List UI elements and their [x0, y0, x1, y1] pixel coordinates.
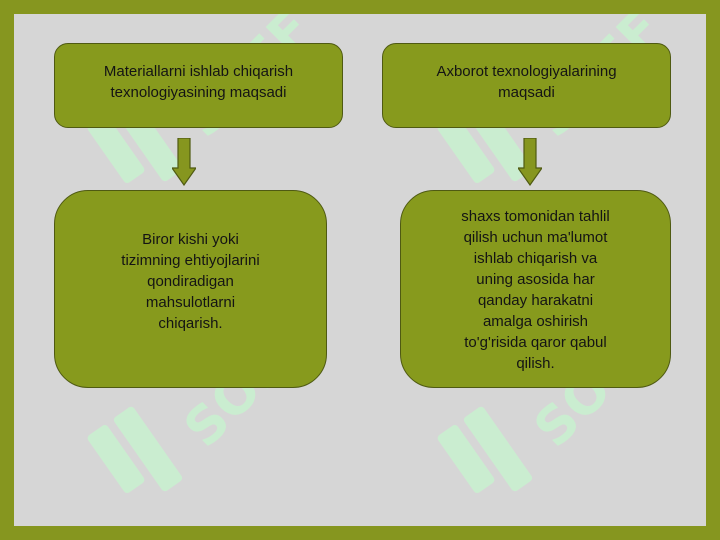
left-title-box: Materiallarni ishlab chiqarish texnologi… [54, 43, 343, 128]
right-body-box: shaxs tomonidan tahlil qilish uchun ma'l… [400, 190, 671, 388]
right-body-text: shaxs tomonidan tahlil qilish uchun ma'l… [461, 208, 610, 372]
left-body-box: Biror kishi yoki tizimning ehtiyojlarini… [54, 190, 327, 388]
right-title-box: Axborot texnologiyalarining maqsadi [382, 43, 671, 128]
down-arrow-icon [518, 138, 542, 186]
left-title-text: Materiallarni ishlab chiqarish texnologi… [103, 62, 294, 101]
left-body-text: Biror kishi yoki tizimning ehtiyojlarini… [121, 230, 260, 332]
down-arrow-icon [172, 138, 196, 186]
slide-panel: SOFF SOFF SOFF SOFF [14, 14, 706, 526]
right-title-text: Axborot texnologiyalarining maqsadi [436, 62, 617, 101]
